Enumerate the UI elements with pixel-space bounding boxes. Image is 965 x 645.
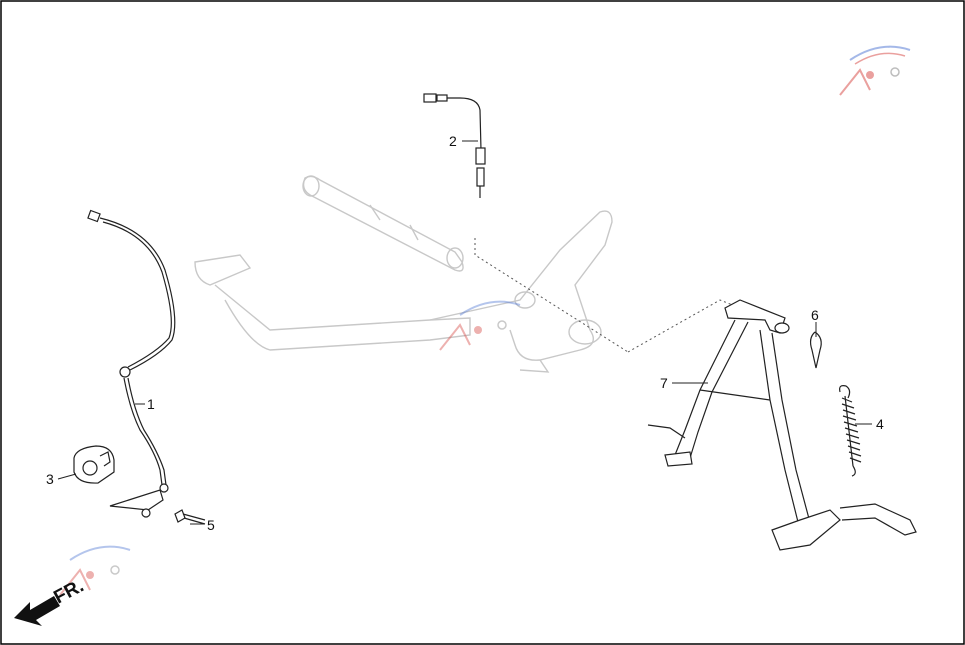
leader-3	[57, 473, 77, 480]
callout-7: 7	[660, 375, 668, 391]
callout-3: 3	[46, 471, 54, 487]
callout-2: 2	[449, 133, 457, 149]
callout-4: 4	[876, 416, 884, 432]
part-5-bolt	[174, 509, 206, 525]
part-3-holder	[73, 445, 115, 484]
callout-6: 6	[811, 307, 819, 323]
reference-line-7	[627, 299, 736, 353]
part-7-main-stand	[647, 299, 917, 551]
watermark-logo-top-right	[839, 45, 911, 96]
front-arrow-icon	[14, 596, 60, 626]
ghost-frame-assembly	[194, 175, 613, 373]
part-1-cable-assembly	[87, 209, 176, 518]
part-4-spring	[839, 385, 862, 477]
part-6-cotter-pin	[809, 331, 822, 369]
callout-5: 5	[207, 517, 215, 533]
part-2-sensor-cable	[423, 93, 486, 198]
watermark-logo-bottom-left	[59, 545, 131, 596]
watermark-logo-center	[439, 300, 521, 351]
reference-line-2	[474, 238, 629, 353]
callout-1: 1	[147, 396, 155, 412]
